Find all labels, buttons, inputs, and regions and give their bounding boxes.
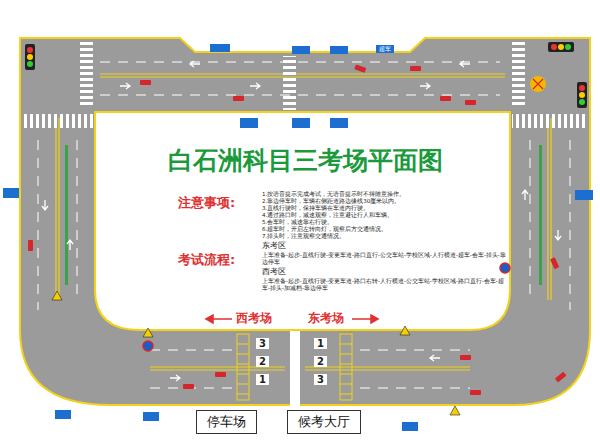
green-median (65, 145, 542, 285)
note-line: 5.会车时，减速靠右行驶。 (262, 219, 333, 226)
flow-text: 上车准备-起步-直线行驶-变更车道-路口右转-人行横道-公交车站-学校区域-路口… (262, 278, 507, 291)
sign-text: 超车 (376, 45, 394, 53)
blue-signs (3, 44, 593, 431)
place-name: 停车场 (207, 413, 246, 431)
flow-text: 上车准备-起步-直线行驶-变更车道-路口直行-公交车站-学校区域-人行横道-超车… (262, 252, 507, 265)
section-heading: 考试流程: (178, 252, 235, 268)
note-line: 7.掉头时，注意观察交通情况。 (262, 233, 345, 240)
crosswalks (22, 42, 588, 128)
note-line: 3.直线行驶时，保持车辆在车道内行驶。 (262, 205, 369, 212)
note-line: 6.超车时，开启左转向灯，观察后方交通情况。 (262, 226, 387, 233)
warning-signs (52, 291, 460, 415)
lane-number: 1 (314, 338, 327, 349)
no-parking-signs (143, 263, 510, 351)
note-line: 2.靠边停车时，车辆右侧距道路边缘线30厘米以内。 (262, 198, 400, 205)
yellow-circle (530, 76, 546, 92)
center-lines (56, 74, 551, 370)
road-ring (20, 38, 590, 405)
note-line: 4.通过路口时，减速观察，注意避让行人和车辆。 (262, 212, 393, 219)
place-name: 候考大厅 (298, 413, 350, 431)
note-line: 1.按语音提示完成考试，无语音提示时不得随意操作。 (262, 191, 405, 198)
lane-number: 2 (256, 356, 269, 367)
place-box: 停车场 (196, 410, 257, 434)
traffic-lights (25, 42, 587, 108)
lane-number: 3 (314, 374, 327, 385)
place-box: 候考大厅 (287, 410, 361, 434)
cars (28, 64, 567, 395)
lane-number: 3 (256, 338, 269, 349)
map-title: 白石洲科目三考场平面图 (150, 146, 460, 176)
lane-number: 1 (256, 374, 269, 385)
zone-name: 东考区 (262, 241, 286, 251)
area-name: 东考场 (308, 311, 344, 325)
area-name: 西考场 (236, 311, 272, 325)
zone-name: 西考区 (262, 267, 286, 277)
lane-number: 2 (314, 356, 327, 367)
direction-arrows (206, 315, 378, 323)
divider (290, 331, 300, 407)
hatched-zones (237, 334, 352, 400)
road-arrows (42, 61, 561, 381)
lane-lines (38, 62, 570, 388)
section-heading: 注意事项: (178, 195, 235, 211)
